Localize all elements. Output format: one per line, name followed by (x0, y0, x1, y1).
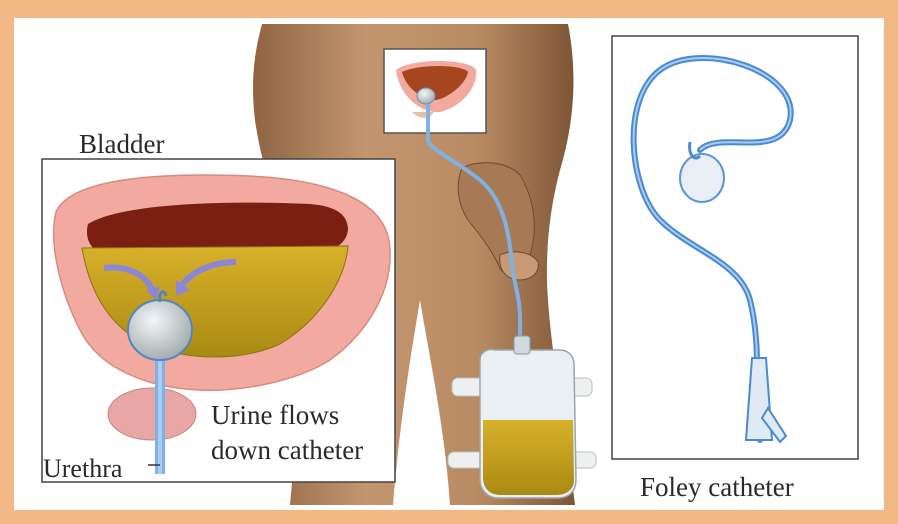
urine-flow-label-line2: down catheter (211, 437, 363, 464)
bladder-label: Bladder (79, 131, 164, 158)
urine-flow-label-line1: Urine flows (211, 402, 339, 429)
bladder-cross-section-inset (42, 159, 395, 482)
foley-catheter-inset (612, 36, 858, 459)
foley-catheter-label: Foley catheter (640, 474, 794, 501)
urethra-label: Urethra (43, 456, 122, 482)
urine-drainage-bag (480, 336, 576, 498)
small-bladder-inset (384, 49, 486, 133)
